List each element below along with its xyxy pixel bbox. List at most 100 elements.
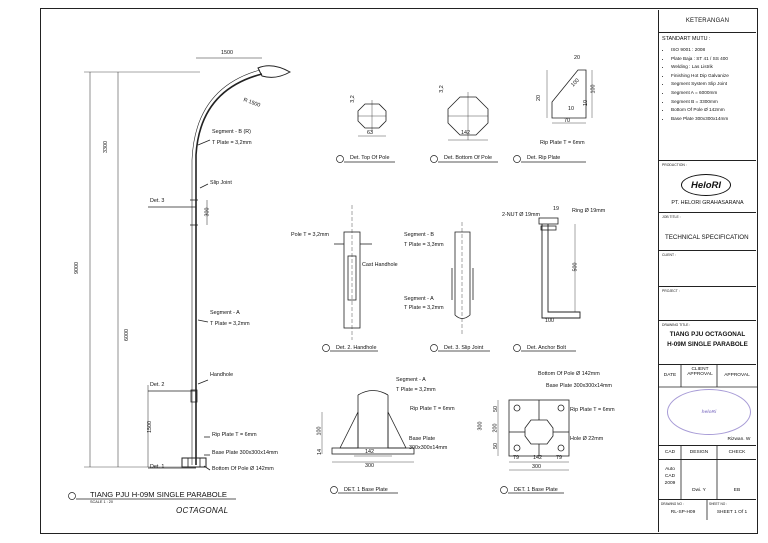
cad-value-row: Auto CAD 2009 Dwi. Y EB	[659, 460, 756, 500]
slip-seg-b: Segment - B	[404, 232, 434, 238]
bottom-pole-dim: 142	[461, 130, 470, 136]
dim-total-height: 9000	[74, 262, 80, 274]
slip-seg-b-thickness: T Plate = 3,3mm	[404, 242, 444, 248]
base-side-pole	[357, 395, 389, 448]
anchor-ring-label: Ring Ø 19mm	[572, 208, 606, 214]
standard-item: Finishing Hot Dip Galvanize	[671, 72, 756, 81]
slip-joint-tube	[454, 231, 471, 319]
standard-list: ISO 9001 : 2008 Plate Baja : ST 41 / SS …	[659, 46, 756, 123]
drawing-title-section: DRAWING TITLE : TIANG PJU OCTAGONAL H-09…	[659, 321, 756, 365]
det2-label: Det. 2	[150, 382, 165, 388]
bottom-pole-octagon	[447, 96, 489, 136]
job-title-section: JOB TITLE : TECHNICAL SPECIFICATION	[659, 213, 756, 251]
bottom-pole-title: Det. Bottom Of Pole	[444, 155, 492, 161]
base2-dim-a: 300	[477, 421, 484, 431]
anchor-dim-a: 19	[553, 206, 559, 212]
approval-grid-lines	[659, 365, 757, 388]
sheet-no-label: SHEET NO :	[709, 502, 728, 506]
client-section: CLIENT :	[659, 251, 756, 287]
top-pole-octagon	[357, 103, 387, 129]
cad-label: CAD	[664, 450, 676, 455]
base2-dim-g: 79	[556, 455, 562, 461]
base2-bottom-label: Bottom Of Pole Ø 142mm	[538, 371, 600, 377]
top-pole-dim: 63	[367, 130, 373, 136]
base2-dim-b: 50	[493, 406, 499, 412]
anchor-bolt-title: Det. Anchor Bolt	[527, 345, 566, 351]
base2-dim-h: 300	[532, 464, 541, 470]
standard-item: Segment B = 3300mm	[671, 98, 756, 107]
standard-item: ISO 9001 : 2008	[671, 46, 756, 55]
cad-header-row: CAD DESIGN CHECK	[659, 446, 756, 460]
base1-seg-a: Segment - A	[396, 377, 426, 383]
title-block: KETERANGAN STANDART MUTU : ISO 9001 : 20…	[658, 10, 757, 532]
rip-dim-a: 20	[574, 55, 580, 61]
handhole-label: Handhole	[210, 372, 234, 378]
rip-plate-label: Rip Plate T = 6mm	[212, 432, 257, 438]
base-plate-label: Base Plate 300x300x14mm	[212, 450, 278, 456]
segment-a-label: Segment - A	[210, 310, 240, 316]
base1-dim-d: 300	[365, 463, 374, 469]
sheet-no: SHEET 1 Of 1	[716, 510, 748, 515]
standard-item: Bottom Of Pole Ø 142mm	[671, 106, 756, 115]
rip-dim-c: 20	[536, 95, 542, 101]
base1-title: DET. 1 Base Plate	[344, 487, 388, 493]
standard-item: Plate Baja : ST 41 / SS 400	[671, 55, 756, 64]
base2-dim-f: 142	[533, 455, 542, 461]
approver-name: Rizwan. W	[727, 437, 751, 442]
rip-dim-e: 70	[564, 118, 570, 124]
approval-stamp: heloRi	[667, 389, 751, 435]
standard-label: STANDART MUTU :	[662, 36, 711, 42]
sheet-border	[40, 8, 758, 534]
dim-segment-a: 6000	[124, 329, 130, 341]
date-label: DATE	[663, 373, 677, 378]
drawing-no: RL-SP-H09	[670, 510, 696, 515]
approval-label: APPROVAL	[724, 373, 750, 378]
production-section: PRODUCTION : HeloRI PT. HELORI GRAHASARA…	[659, 161, 756, 213]
rip-plate-title: Det. Rip Plate	[527, 155, 561, 161]
base1-base-label: Base Plate	[409, 436, 436, 442]
base2-dim-e: 79	[513, 455, 519, 461]
drawing-title-line-1: TIANG PJU OCTAGONAL	[669, 331, 746, 338]
design-label: DESIGN	[689, 450, 709, 455]
quality-standard-section: STANDART MUTU : ISO 9001 : 2008 Plate Ba…	[659, 33, 756, 161]
job-title: TECHNICAL SPECIFICATION	[665, 234, 749, 241]
drawing-title-line-2: H-09M SINGLE PARABOLE	[667, 341, 748, 348]
check-value: EB	[733, 488, 741, 493]
segment-b-label: Segment - B (R)	[212, 129, 251, 135]
base1-dim-c: 142	[365, 449, 374, 455]
handhole-title: Det. 2. Handhole	[336, 345, 377, 351]
base1-dim-b: 100	[316, 426, 323, 436]
slip-joint-label: Slip Joint	[210, 180, 232, 186]
standard-item: Base Plate 300x300x14mm	[671, 115, 756, 124]
rip-plate-note: Rip Plate T = 6mm	[540, 140, 585, 146]
dim-slip-joint: 300	[204, 207, 211, 217]
job-title-label: JOB TITLE :	[662, 215, 681, 219]
production-label: PRODUCTION :	[662, 163, 687, 167]
title-block-header: KETERANGAN	[659, 10, 756, 33]
base-side-plate	[331, 447, 415, 455]
anchor-bolt	[541, 224, 581, 319]
bottom-pole-label: Bottom Of Pole Ø 142mm	[212, 466, 274, 472]
dim-segment-b: 3300	[103, 141, 109, 153]
drawing-number-row: DRAWING NO : RL-SP-H09 SHEET NO : SHEET …	[659, 500, 756, 520]
base1-base-size: 300x300x14mm	[409, 445, 448, 451]
base2-base-label: Base Plate 300x300x14mm	[546, 383, 612, 389]
approval-section: DATE CLIENT APPROVAL APPROVAL heloRi Riz…	[659, 365, 757, 446]
base1-rip-label: Rip Plate T = 6mm	[410, 406, 455, 412]
cad-value: Auto CAD 2009	[664, 467, 676, 486]
client-approval-label: CLIENT APPROVAL	[687, 367, 713, 377]
project-label: PROJECT :	[662, 289, 680, 293]
handhole-pole-thickness: Pole T = 3,2mm	[291, 232, 330, 238]
slip-seg-a-thickness: T Plate = 3,2mm	[404, 305, 444, 311]
bottom-pole-thickness: 3,2	[438, 85, 445, 93]
det3-label: Det. 3	[150, 198, 165, 204]
slip-joint-title: Det. 3. Slip Joint	[444, 345, 484, 351]
client-label: CLIENT :	[662, 253, 676, 257]
main-view-title: TIANG PJU H-09M SINGLE PARABOLE	[90, 490, 228, 499]
slip-seg-a: Segment - A	[404, 296, 434, 302]
anchor-dim-b: 500	[572, 262, 579, 272]
drawing-title-label: DRAWING TITLE :	[662, 323, 691, 327]
base2-dim-c: 200	[492, 423, 499, 433]
design-value: Dwi. Y	[692, 488, 706, 493]
